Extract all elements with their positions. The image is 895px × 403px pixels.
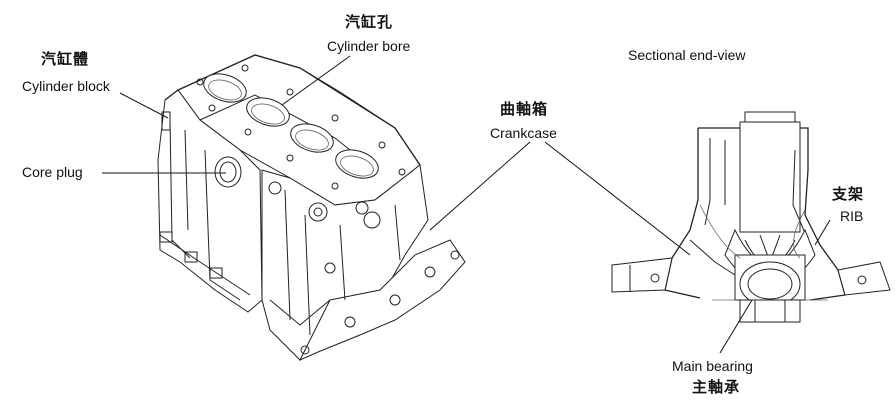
rib-label-en: RIB — [840, 208, 864, 224]
cylinder-block-label-en: Cylinder block — [22, 78, 110, 94]
core-plug-label-en: Core plug — [22, 164, 83, 180]
rib-label-zh: 支架 — [832, 185, 865, 203]
leader-rib — [814, 219, 831, 246]
deck-bolt-holes — [196, 64, 406, 190]
crankcase-label-en: Crankcase — [490, 125, 557, 141]
cylinder-block-drawing — [157, 54, 466, 362]
sectional-end-view-label: Sectional end-view — [628, 47, 746, 63]
core-plug-drawing — [214, 156, 242, 188]
leader-main-bearing — [719, 299, 753, 354]
cylinder-bore-label-zh: 汽缸孔 — [345, 13, 394, 31]
crankcase-label-zh: 曲軸箱 — [500, 100, 549, 118]
cylinder-bore-label-en: Cylinder bore — [327, 38, 411, 54]
leader-crankcase-left — [429, 141, 531, 231]
cylinder-block-label-zh: 汽缸體 — [41, 50, 90, 68]
sectional-end-view-drawing — [611, 111, 891, 323]
leader-cylinder-bore — [281, 55, 351, 106]
main-bearing-label-zh: 主軸承 — [692, 378, 741, 396]
main-bearing-label-en: Main bearing — [672, 358, 753, 374]
cylinder-bores — [203, 73, 379, 179]
main-bearing-drawing — [734, 254, 806, 323]
leader-lines — [102, 55, 831, 354]
leader-crankcase-right — [544, 141, 691, 256]
leader-cylinder-block — [119, 92, 169, 119]
